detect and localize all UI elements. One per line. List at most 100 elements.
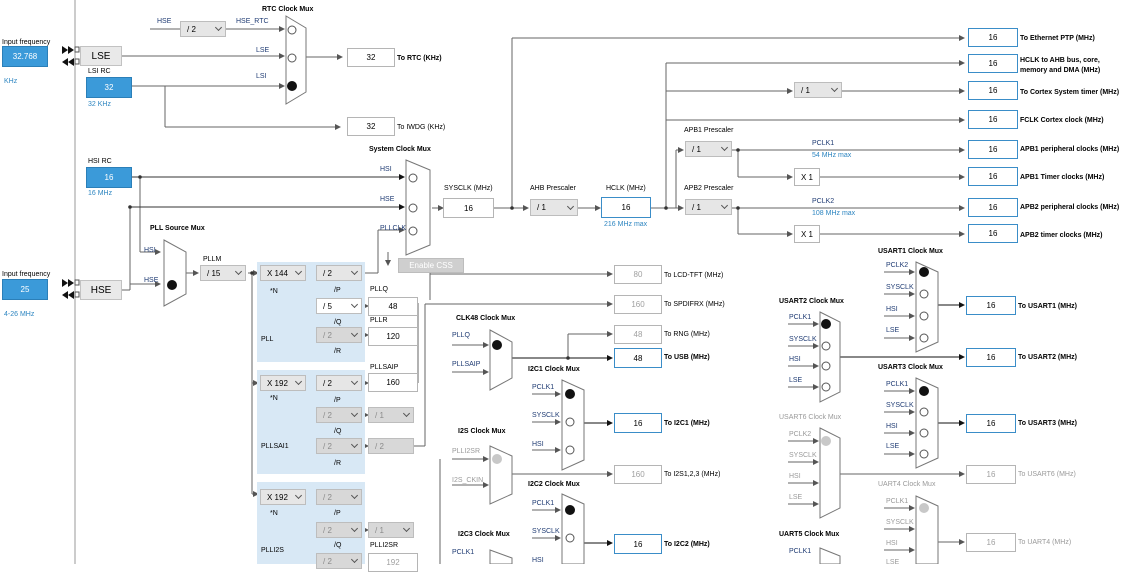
uart5-mux-title: UART5 Clock Mux — [779, 531, 840, 538]
usart3-label: To USART3 (MHz) — [1018, 420, 1077, 427]
hclk-ahb-value[interactable]: 16 — [968, 54, 1018, 73]
i2c1-pclk1-label: PCLK1 — [532, 384, 555, 391]
input-frequency-label-lse: Input frequency — [2, 39, 51, 46]
usb-value[interactable]: 48 — [614, 348, 662, 368]
i2c2-hsi-label: HSI — [532, 557, 544, 564]
rtc-output-value: 32 — [347, 48, 395, 67]
lse-source[interactable]: LSE — [80, 46, 122, 66]
fclk-value[interactable]: 16 — [968, 110, 1018, 129]
enable-css-button[interactable]: Enable CSS — [398, 258, 464, 273]
i2c1-sysclk-label: SYSCLK — [532, 412, 560, 419]
i2c1-label: To I2C1 (MHz) — [664, 420, 710, 427]
pll-name: PLL — [261, 336, 274, 343]
apb1-prescaler-label: APB1 Prescaler — [684, 127, 734, 134]
i2c2-value[interactable]: 16 — [614, 534, 662, 554]
usart3-hsi-label: HSI — [886, 423, 898, 430]
pll-p-label: /P — [334, 287, 341, 294]
system-clock-mux-title: System Clock Mux — [369, 146, 431, 153]
i2c2-label: To I2C2 (MHz) — [664, 541, 710, 548]
rng-label: To RNG (MHz) — [664, 331, 710, 338]
pll-r-select[interactable]: / 2 — [316, 327, 362, 343]
pll-q-label: /Q — [334, 319, 342, 326]
plli2s-n-select[interactable]: X 192 — [260, 489, 306, 505]
pll-q-select[interactable]: / 5 — [316, 298, 362, 314]
rtc-clock-mux-title: RTC Clock Mux — [262, 6, 314, 13]
apb1-timer-value[interactable]: 16 — [968, 167, 1018, 186]
usart3-lse-label: LSE — [886, 443, 900, 450]
pllq-label: PLLQ — [370, 286, 388, 293]
pllsaip-label: PLLSAIP — [370, 364, 399, 371]
plli2s-name: PLLI2S — [261, 547, 284, 554]
plli2sr-label: PLLI2SR — [370, 542, 399, 549]
ethernet-ptp-value[interactable]: 16 — [968, 28, 1018, 47]
i2s-value: 160 — [614, 465, 662, 484]
pllm-select[interactable]: / 15 — [200, 265, 246, 281]
cortex-timer-value[interactable]: 16 — [968, 81, 1018, 100]
usart1-value[interactable]: 16 — [966, 296, 1016, 315]
sysclk-value: 16 — [443, 198, 494, 218]
apb2-peripheral-value[interactable]: 16 — [968, 198, 1018, 217]
hclk-value[interactable]: 16 — [601, 197, 651, 218]
rtc-lsi-label: LSI — [256, 73, 267, 80]
apb1-peripheral-value[interactable]: 16 — [968, 140, 1018, 159]
plli2s-q-select[interactable]: / 2 — [316, 522, 362, 538]
pll-r-label: /R — [334, 348, 341, 355]
cortex-timer-divider-select[interactable]: / 1 — [794, 82, 842, 98]
apb1-prescaler-select[interactable]: / 1 — [685, 141, 732, 157]
pll-src-hse-label: HSE — [144, 277, 159, 284]
pllsai1-q2-select[interactable]: / 1 — [368, 407, 414, 423]
uart4-lse-label: LSE — [886, 559, 900, 566]
usart3-value[interactable]: 16 — [966, 414, 1016, 433]
pllsai1-r-label: /R — [334, 460, 341, 467]
plli2s-q-label: /Q — [334, 542, 342, 549]
uart4-mux-title: UART4 Clock Mux — [878, 481, 936, 488]
apb2-prescaler-select[interactable]: / 1 — [685, 199, 732, 215]
ahb-prescaler-select[interactable]: / 1 — [530, 199, 578, 216]
fclk-label: FCLK Cortex clock (MHz) — [1020, 117, 1104, 124]
usart2-value[interactable]: 16 — [966, 348, 1016, 367]
plli2s-r-select[interactable]: / 2 — [316, 553, 362, 569]
spdifrx-value: 160 — [614, 295, 662, 314]
i2c2-sysclk-label: SYSCLK — [532, 528, 560, 535]
hse-input-frequency[interactable]: 25 — [2, 279, 48, 300]
pclk2-max: 108 MHz max — [812, 210, 856, 217]
rtc-hse-divider-select[interactable]: / 2 — [180, 21, 226, 37]
uart4-sysclk-label: SYSCLK — [886, 519, 914, 526]
usart2-mux-title: USART2 Clock Mux — [779, 298, 844, 305]
lse-unit: KHz — [4, 78, 18, 85]
lse-input-frequency[interactable]: 32.768 — [2, 46, 48, 67]
pllsai1-p-select[interactable]: / 2 — [316, 375, 362, 391]
pll-src-hsi-label: HSI — [144, 247, 156, 254]
lsi-rc-label: LSI RC — [88, 68, 111, 75]
usart3-pclk1-label: PCLK1 — [886, 381, 909, 388]
apb1-peripheral-label: APB1 peripheral clocks (MHz) — [1020, 146, 1120, 153]
usart1-lse-label: LSE — [886, 327, 900, 334]
usart6-lse-label: LSE — [789, 494, 803, 501]
plli2s-p-select[interactable]: / 2 — [316, 489, 362, 505]
pllr-label: PLLR — [370, 317, 388, 324]
iwdg-output-value: 32 — [347, 117, 395, 136]
hclk-max: 216 MHz max — [604, 221, 648, 228]
sys-hse-label: HSE — [380, 196, 395, 203]
hse-source[interactable]: HSE — [80, 280, 122, 300]
pll-p-select[interactable]: / 2 — [316, 265, 362, 281]
pllsai1-r-select[interactable]: / 2 — [316, 438, 362, 454]
usb-label: To USB (MHz) — [664, 354, 710, 361]
pll-n-label: *N — [270, 288, 278, 295]
pll-n-select[interactable]: X 144 — [260, 265, 306, 281]
rtc-lse-label: LSE — [256, 47, 270, 54]
lcd-tft-label: To LCD-TFT (MHz) — [664, 272, 724, 279]
i2c1-value[interactable]: 16 — [614, 413, 662, 433]
apb2-timer-value[interactable]: 16 — [968, 224, 1018, 243]
usart1-label: To USART1 (MHz) — [1018, 303, 1077, 310]
pllq-value: 48 — [368, 297, 418, 316]
pllsai1-q-select[interactable]: / 2 — [316, 407, 362, 423]
plli2s-p-label: /P — [334, 510, 341, 517]
pllsai1-r2-select[interactable]: / 2 — [368, 438, 414, 454]
usart2-sysclk-label: SYSCLK — [789, 336, 817, 343]
pllsai1-name: PLLSAI1 — [261, 443, 289, 450]
pllsai1-n-select[interactable]: X 192 — [260, 375, 306, 391]
pllm-label: PLLM — [203, 256, 222, 263]
usart2-label: To USART2 (MHz) — [1018, 354, 1077, 361]
plli2s-q2-select[interactable]: / 1 — [368, 522, 414, 538]
